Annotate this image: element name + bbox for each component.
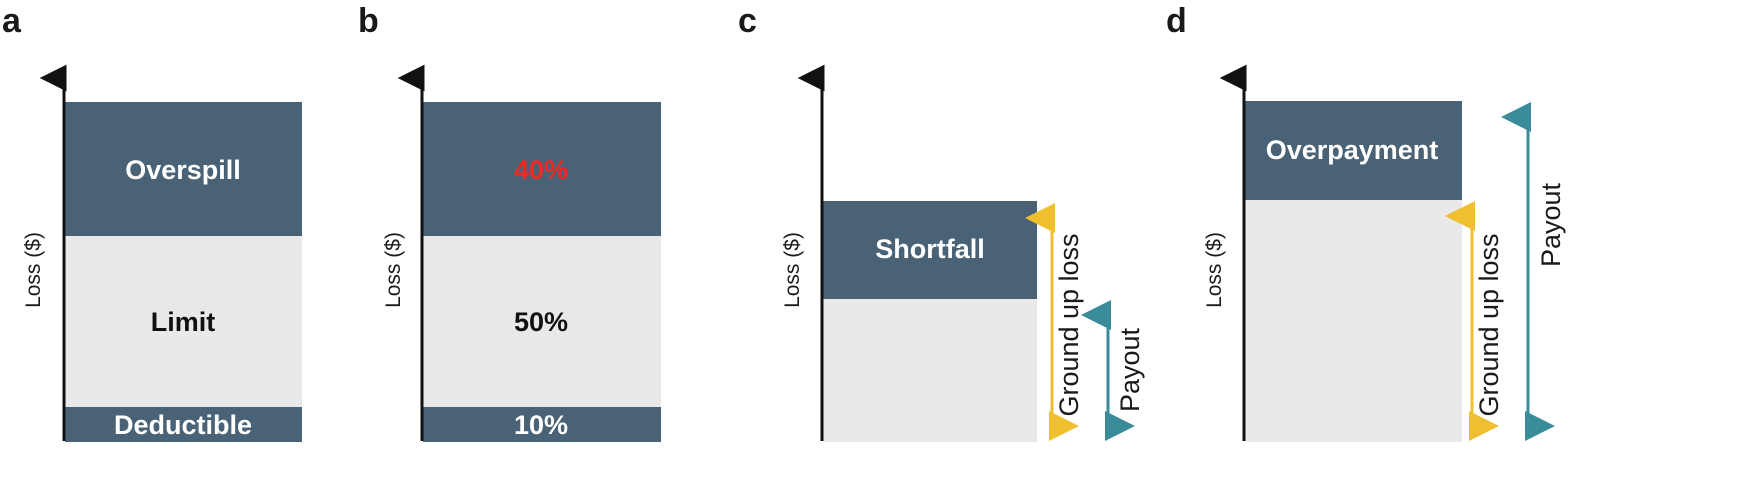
panel-letter-c: c [738,2,757,40]
limit-percent-label: 50% [514,307,568,337]
deductible-percent-label: 10% [514,410,568,440]
limit-label: Limit [151,307,216,337]
shortfall-block [823,201,1037,299]
payout-label: Payout [1536,182,1566,267]
ground-up-loss-label: Ground up loss [1054,233,1084,416]
deductible-block [65,407,302,442]
overspill-percent-label: 40% [514,155,568,185]
panel-letter-d: d [1166,2,1187,40]
overspill-label: Overspill [125,155,241,185]
panel-letter-a: a [2,2,22,40]
overspill-share-block [423,102,661,236]
shortfall-label: Shortfall [875,234,985,264]
limit-block [65,236,302,407]
y-axis-label: Loss ($) [1203,232,1226,308]
deductible-share-block [423,407,661,442]
overpayment-label: Overpayment [1266,135,1439,165]
covered-loss-block [823,299,1037,442]
ground-up-loss-label: Ground up loss [1474,233,1504,416]
ground-up-loss-block [1245,200,1462,442]
y-axis-label: Loss ($) [781,232,804,308]
overpayment-block [1245,101,1462,200]
panel-a: a Loss ($) Overspill Limit Deductible [2,2,302,442]
panel-letter-b: b [358,2,379,40]
y-axis-label: Loss ($) [22,232,45,308]
panel-d: d Loss ($) Overpayment Ground up loss Pa… [1166,2,1566,442]
panel-b: b Loss ($) 40% 50% 10% [358,2,661,442]
panel-c: c Loss ($) Shortfall Ground up loss Payo… [738,2,1145,442]
payout-label: Payout [1115,327,1145,412]
limit-share-block [423,236,661,407]
y-axis-label: Loss ($) [382,232,405,308]
deductible-label: Deductible [114,410,252,440]
overspill-block [65,102,302,236]
